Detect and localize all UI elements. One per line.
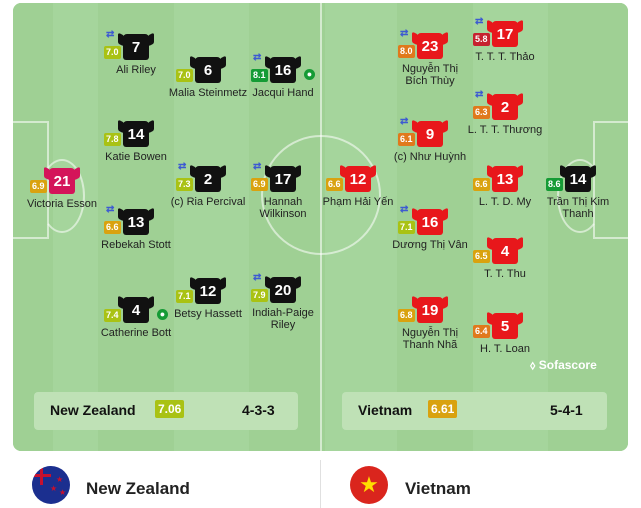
ball-icon: ● — [304, 69, 315, 80]
substitution-icon: ⇄ — [475, 89, 484, 100]
substitution-icon: ⇄ — [106, 29, 115, 40]
home-team-name[interactable]: New Zealand — [86, 479, 190, 498]
substitution-icon: ⇄ — [475, 16, 484, 27]
away-team-name[interactable]: Vietnam — [405, 479, 471, 498]
substitution-icon: ⇄ — [400, 28, 409, 39]
substitution-icon: ⇄ — [400, 116, 409, 127]
substitution-icon: ⇄ — [253, 52, 262, 63]
new-zealand-flag-icon: ★ ★ ★ — [32, 466, 70, 504]
away-team-bar: Vietnam 6.61 5-4-1 — [342, 392, 607, 430]
divider — [320, 460, 321, 508]
brand-logo: ⬨ Sofascore — [530, 358, 597, 372]
substitution-icon: ⇄ — [106, 204, 115, 215]
substitution-icon: ⇄ — [253, 161, 262, 172]
vietnam-flag-icon: ★ — [350, 466, 388, 504]
substitution-icon: ⇄ — [253, 272, 262, 283]
substitution-icon: ⇄ — [178, 161, 187, 172]
ball-icon: ● — [157, 309, 168, 320]
substitution-icon: ⇄ — [400, 204, 409, 215]
home-team-bar: New Zealand 7.06 4-3-3 — [34, 392, 298, 430]
